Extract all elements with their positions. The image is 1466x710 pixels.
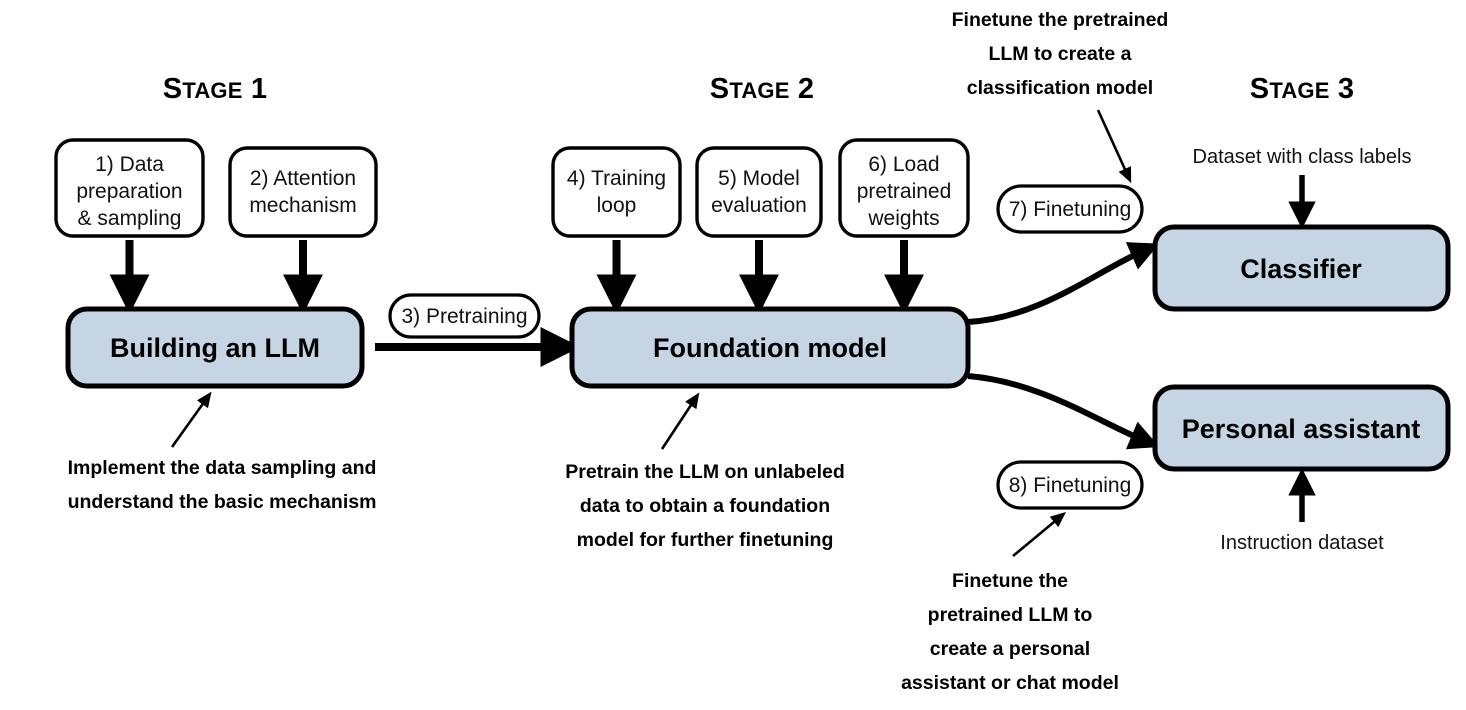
stage2-step-box-5[interactable]: 5) Model evaluation bbox=[695, 146, 823, 238]
classifier-annotation-line-3: classification model bbox=[967, 77, 1153, 99]
arrow-stage2-caption bbox=[660, 392, 700, 450]
finetuning-pill-7-shape bbox=[996, 184, 1144, 234]
stage2-step-box-6[interactable]: 6) Load pretrained weights bbox=[838, 138, 970, 238]
step-box-1-line-1: 1) Data bbox=[95, 153, 164, 176]
arrow-stage1-caption bbox=[170, 391, 212, 448]
building-an-llm-label: Building an LLM bbox=[110, 333, 320, 363]
arrow-foundation-to-assistant bbox=[967, 373, 1160, 450]
classifier-label: Classifier bbox=[1240, 254, 1362, 284]
classifier-shape bbox=[1152, 224, 1451, 312]
finetuning-pill-8-shape bbox=[996, 460, 1144, 510]
assistant-annotation-line-1: Finetune the bbox=[952, 570, 1068, 592]
pretraining-pill-label: 3) Pretraining bbox=[401, 305, 527, 328]
stage1-step-box-2[interactable]: 2) Attention mechanism bbox=[228, 146, 378, 238]
step-box-5-line-1: 5) Model bbox=[718, 167, 800, 190]
stage2-caption-line-3: model for further finetuning bbox=[577, 529, 834, 551]
step-box-4-shape bbox=[551, 146, 682, 238]
step-box-1-line-2: preparation bbox=[76, 180, 182, 203]
stage-2-heading: STAGE 2 bbox=[710, 73, 814, 105]
stage2-caption-line-2: data to obtain a foundation bbox=[580, 495, 830, 517]
stage-1-heading: STAGE 1 bbox=[163, 73, 267, 105]
assistant-annotation-line-3: create a personal bbox=[930, 638, 1090, 660]
step-box-5-line-2: evaluation bbox=[711, 194, 807, 217]
foundation-model-box[interactable]: Foundation model bbox=[569, 306, 971, 389]
assistant-annotation-line-4: assistant or chat model bbox=[901, 672, 1119, 694]
step-box-4-line-2: loop bbox=[597, 194, 637, 217]
step-box-1-shape bbox=[54, 138, 205, 238]
step-box-6-shape bbox=[838, 138, 970, 238]
building-an-llm-box[interactable]: Building an LLM bbox=[65, 306, 365, 389]
personal-assistant-label: Personal assistant bbox=[1182, 414, 1421, 444]
stage2-caption-line-1: Pretrain the LLM on unlabeled bbox=[565, 461, 845, 483]
step-box-2-shape bbox=[228, 146, 378, 238]
stage1-caption-line-2: understand the basic mechanism bbox=[68, 491, 377, 513]
finetuning-pill-7[interactable]: 7) Finetuning bbox=[996, 184, 1144, 234]
pretraining-pill-shape bbox=[388, 293, 541, 339]
pretraining-pill[interactable]: 3) Pretraining bbox=[388, 293, 541, 339]
stage-3-heading: STAGE 3 bbox=[1250, 73, 1354, 105]
personal-assistant-box[interactable]: Personal assistant bbox=[1152, 384, 1451, 472]
foundation-model-shape bbox=[569, 306, 971, 389]
step-box-2-line-1: 2) Attention bbox=[250, 167, 356, 190]
stage1-step-box-1[interactable]: 1) Data preparation & sampling bbox=[54, 138, 205, 238]
classifier-input-label: Dataset with class labels bbox=[1193, 146, 1412, 168]
finetuning-pill-8[interactable]: 8) Finetuning bbox=[996, 460, 1144, 510]
assistant-input-label: Instruction dataset bbox=[1220, 532, 1384, 554]
assistant-annotation-line-2: pretrained LLM to bbox=[928, 604, 1093, 626]
stage2-step-box-4[interactable]: 4) Training loop bbox=[551, 146, 682, 238]
step-box-4-line-1: 4) Training bbox=[567, 167, 666, 190]
arrow-foundation-to-classifier bbox=[967, 242, 1160, 325]
classifier-annotation-line-2: LLM to create a bbox=[988, 43, 1131, 65]
step-box-5-shape bbox=[695, 146, 823, 238]
stage1-caption-line-1: Implement the data sampling and bbox=[68, 457, 377, 479]
building-an-llm-shape bbox=[65, 306, 365, 389]
step-box-1-line-3: & sampling bbox=[78, 207, 182, 230]
arrow-classifier-annotation bbox=[1096, 109, 1132, 184]
step-box-6-line-1: 6) Load bbox=[868, 153, 939, 176]
classifier-annotation-line-1: Finetune the pretrained bbox=[952, 9, 1169, 31]
classifier-box[interactable]: Classifier bbox=[1152, 224, 1451, 312]
finetuning-pill-7-label: 7) Finetuning bbox=[1009, 198, 1132, 221]
step-box-6-line-2: pretrained bbox=[857, 180, 952, 203]
step-box-6-line-3: weights bbox=[867, 207, 939, 230]
step-box-2-line-2: mechanism bbox=[249, 194, 356, 217]
foundation-model-label: Foundation model bbox=[653, 333, 887, 363]
arrow-assistant-annotation bbox=[1012, 512, 1067, 558]
finetuning-pill-8-label: 8) Finetuning bbox=[1009, 474, 1132, 497]
